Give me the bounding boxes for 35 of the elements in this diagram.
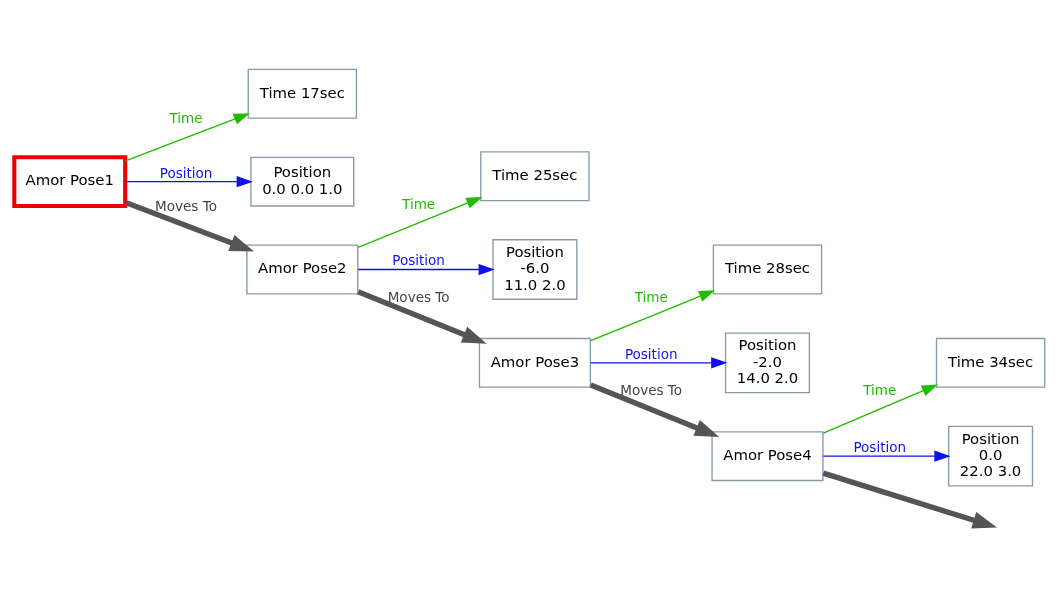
arrow [589,382,720,438]
node-box: Position -6.0 11.0 2.0 [492,239,578,300]
edge-label: Time [863,382,897,399]
arrow [590,357,728,369]
node-box: Time 25sec [480,151,590,202]
edge-label: Position [392,252,445,269]
edge-label: Time [402,195,436,212]
edge-label: Position [159,164,213,181]
node-box: Position 0.0 22.0 3.0 [948,425,1034,487]
node-box: Position -2.0 14.0 2.0 [724,332,811,394]
arrow [124,199,255,252]
arrow [357,263,495,276]
node-box: Amor Pose2 [246,244,359,295]
edge-label: Moves To [387,288,450,305]
node-box: Amor Pose4 [711,431,824,482]
edge-label: Moves To [620,382,683,399]
arrow [822,470,997,529]
arrow [822,384,939,434]
arrow [357,289,487,344]
edge-label: Moves To [155,198,217,215]
node-box: Amor Pose3 [478,337,592,388]
edge-label: Position [853,439,907,456]
node-box: Time 34sec [935,337,1046,388]
node-box: Time 17sec [247,68,358,119]
edge-label: Position [624,345,678,362]
node-box: Time 28sec [712,244,823,295]
edge-label: Time [634,288,668,305]
arrow [590,290,716,342]
edge-label: Time [169,110,203,127]
arrow [822,450,951,462]
arrow [124,175,253,188]
node-box: Position 0.0 0.0 1.0 [250,156,355,207]
arrow [124,113,250,162]
arrow [357,196,483,249]
node-box: Amor Pose1 [12,155,128,208]
